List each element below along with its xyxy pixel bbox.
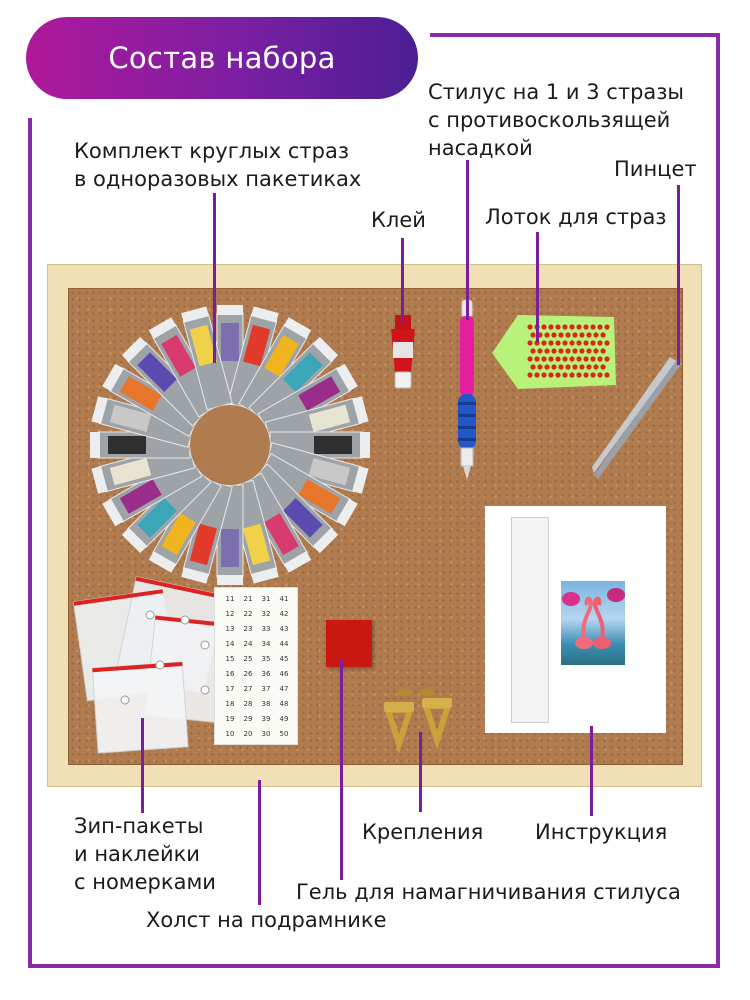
sticker-number: 36: [261, 670, 271, 678]
sticker-number: 47: [279, 685, 289, 693]
sticker-number: 32: [261, 610, 271, 618]
page-title: Состав набора: [108, 41, 336, 75]
pointer-zip: [141, 718, 144, 813]
sticker-number: 37: [261, 685, 271, 693]
sticker-number: 14: [225, 640, 235, 648]
pointer-canvas: [258, 780, 261, 905]
sticker-number: 10: [225, 730, 235, 738]
sticker-number: 12: [225, 610, 235, 618]
sticker-number: 31: [261, 595, 271, 603]
sticker-number: 33: [261, 625, 271, 633]
magnetizing-gel-square: [326, 620, 372, 667]
label-stylus: Стилус на 1 и 3 стразы с противоскользящ…: [428, 78, 684, 162]
number-sticker-sheet: 11 21 31 41 12 22 32 42 13 23 33 43 14 24 34 44 15 25 35 45…: [214, 587, 298, 745]
label-zip: Зип-пакеты и наклейки с номерками: [74, 812, 216, 896]
label-instruction: Инструкция: [535, 820, 668, 844]
pointer-tray: [536, 232, 539, 342]
sticker-number: 25: [243, 655, 253, 663]
label-stylus-line-3: насадкой: [428, 136, 533, 160]
sticker-number-grid: 11 21 31 41 12 22 32 42 13 23 33 43 14 24 34 44 15 25 35 45…: [221, 592, 293, 742]
sticker-number: 17: [225, 685, 235, 693]
frame-top-line: [430, 33, 720, 37]
glue-tube-illustration: [391, 315, 415, 389]
sticker-number: 16: [225, 670, 235, 678]
flamingo-picture: [562, 588, 625, 649]
label-zip-line-2: и наклейки: [74, 842, 200, 866]
sticker-number: 49: [279, 715, 289, 723]
instruction-preview-image: [561, 581, 625, 665]
frame-left-line: [28, 118, 32, 968]
label-gel: Гель для намагничивания стилуса: [296, 880, 681, 904]
label-zip-line-1: Зип-пакеты: [74, 814, 204, 838]
mounting-hangers-illustration: [383, 690, 453, 754]
sticker-number: 15: [225, 655, 235, 663]
label-glue: Клей: [371, 208, 426, 232]
pointer-rhinestones: [213, 193, 216, 363]
header-banner: Состав набора: [26, 17, 418, 99]
sticker-number: 29: [243, 715, 253, 723]
sticker-number: 27: [243, 685, 253, 693]
label-canvas: Холст на подрамнике: [146, 908, 387, 932]
sticker-number: 23: [243, 625, 253, 633]
label-tray: Лоток для страз: [485, 205, 667, 229]
sticker-number: 11: [225, 595, 235, 603]
pointer-stylus: [466, 160, 469, 320]
label-rhinestones: Комплект круглых страз в одноразовых пак…: [74, 137, 361, 193]
frame-right-line: [716, 33, 720, 968]
pointer-mounts: [419, 732, 422, 812]
sticker-number: 19: [225, 715, 235, 723]
sticker-number: 22: [243, 610, 253, 618]
label-rhinestones-line-1: Комплект круглых страз: [74, 139, 349, 163]
instruction-color-key-strip: [511, 517, 549, 723]
label-rhinestones-line-2: в одноразовых пакетиках: [74, 167, 362, 191]
sticker-number: 43: [279, 625, 289, 633]
label-zip-line-3: с номерками: [74, 870, 216, 894]
pointer-instruction: [590, 726, 593, 816]
sticker-number: 28: [243, 700, 253, 708]
pointer-gel: [340, 660, 343, 880]
sticker-number: 45: [279, 655, 289, 663]
sticker-number: 38: [261, 700, 271, 708]
sticker-number: 30: [261, 730, 271, 738]
sticker-number: 18: [225, 700, 235, 708]
sticker-number: 24: [243, 640, 253, 648]
sticker-number: 26: [243, 670, 253, 678]
label-stylus-line-2: с противоскользящей: [428, 108, 671, 132]
pointer-glue: [401, 238, 404, 323]
sticker-number: 39: [261, 715, 271, 723]
sticker-number: 35: [261, 655, 271, 663]
sticker-number: 13: [225, 625, 235, 633]
sticker-number: 44: [279, 640, 289, 648]
sticker-number: 20: [243, 730, 253, 738]
sticker-number: 34: [261, 640, 271, 648]
stylus-illustration: [458, 299, 476, 480]
pointer-tweezers: [677, 185, 680, 365]
sticker-number: 50: [279, 730, 289, 738]
label-stylus-line-1: Стилус на 1 и 3 стразы: [428, 80, 685, 104]
sticker-number: 48: [279, 700, 289, 708]
frame-bottom-line: [28, 964, 720, 968]
tweezers-illustration: [592, 357, 682, 479]
sticker-number: 46: [279, 670, 289, 678]
label-mounts: Крепления: [362, 820, 484, 844]
label-tweezers: Пинцет: [614, 157, 697, 181]
sticker-number: 42: [279, 610, 289, 618]
sticker-number: 41: [279, 595, 289, 603]
sticker-number: 21: [243, 595, 253, 603]
rhinestone-tray-illustration: [492, 315, 616, 389]
rhinestone-packets-illustration: [90, 305, 370, 585]
